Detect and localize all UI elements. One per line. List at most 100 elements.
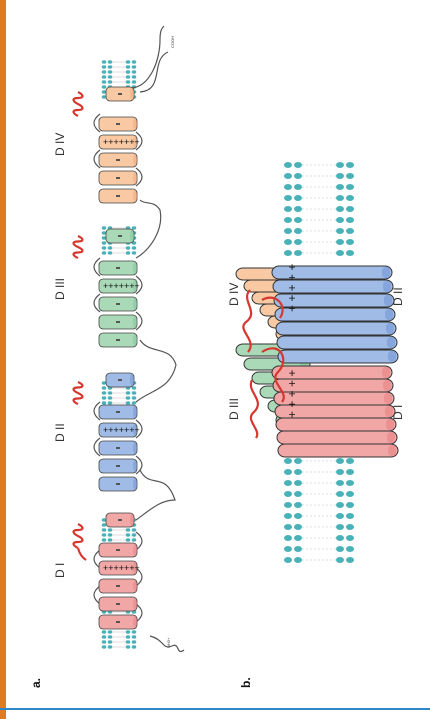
lipid-head-icon bbox=[336, 491, 344, 497]
lipid-head-icon bbox=[107, 80, 113, 84]
lipid-head-icon bbox=[284, 535, 292, 541]
lipid-head-icon bbox=[346, 228, 354, 234]
lipid-head-icon bbox=[125, 396, 131, 400]
domain-label-d2-b: D II bbox=[391, 287, 405, 306]
lipid-head-icon bbox=[284, 480, 292, 486]
lipid-head-icon bbox=[101, 401, 107, 405]
bottom-rule bbox=[0, 708, 430, 710]
lipid-head-icon bbox=[294, 162, 302, 168]
lipid-head-icon bbox=[101, 528, 107, 532]
helix-cylinder-icon bbox=[277, 349, 399, 364]
lipid-head-icon bbox=[101, 523, 107, 527]
lipid-head-icon bbox=[336, 458, 344, 464]
lipid-head-icon bbox=[336, 557, 344, 563]
lipid-head-icon bbox=[125, 65, 131, 69]
lipid-head-icon bbox=[101, 630, 107, 634]
lipid-head-icon bbox=[101, 241, 107, 245]
lipid-head-icon bbox=[131, 246, 137, 250]
lipid-head-icon bbox=[131, 386, 137, 390]
lipid-head-icon bbox=[346, 524, 354, 530]
lipid-head-icon bbox=[284, 162, 292, 168]
helix-shade bbox=[387, 432, 395, 443]
lipid-head-icon bbox=[107, 246, 113, 250]
lipid-head-icon bbox=[294, 524, 302, 530]
lipid-head-icon bbox=[101, 70, 107, 74]
domain-label-d2-a: D II bbox=[53, 423, 67, 442]
linker-coil-icon bbox=[249, 379, 259, 439]
linker-tail bbox=[76, 547, 87, 561]
extracellular-loops bbox=[93, 25, 185, 652]
linker-coil-icon bbox=[72, 381, 84, 405]
lipid-head-icon bbox=[346, 546, 354, 552]
linker-coil-icon bbox=[72, 235, 84, 259]
lipid-head-icon bbox=[107, 635, 113, 639]
lipid-head-icon bbox=[101, 65, 107, 69]
loop-path bbox=[135, 567, 143, 587]
domain-label-d3-a: D III bbox=[53, 278, 67, 300]
lipid-head-icon bbox=[336, 502, 344, 508]
lipid-head-icon bbox=[101, 533, 107, 537]
loop-path bbox=[135, 339, 177, 403]
bundle-linkers bbox=[242, 289, 285, 439]
lipid-head-icon bbox=[346, 250, 354, 256]
lipid-head-icon bbox=[284, 217, 292, 223]
linker-coil-icon bbox=[242, 289, 253, 353]
lipid-head-icon bbox=[125, 246, 131, 250]
lipid-head-icon bbox=[101, 386, 107, 390]
lipid-head-icon bbox=[107, 630, 113, 634]
lipid-head-icon bbox=[294, 546, 302, 552]
lipid-head-icon bbox=[294, 239, 302, 245]
helix-mark bbox=[116, 123, 120, 125]
lipid-head-icon bbox=[346, 239, 354, 245]
lipid-head-icon bbox=[284, 458, 292, 464]
helix-mark bbox=[116, 177, 120, 179]
linker-coil-icon bbox=[72, 91, 84, 117]
lipid-head-icon bbox=[125, 533, 131, 537]
lipid-head-icon bbox=[107, 396, 113, 400]
loop-path bbox=[93, 401, 101, 421]
lipid-head-icon bbox=[125, 80, 131, 84]
lipid-head-icon bbox=[336, 228, 344, 234]
loop-path bbox=[135, 131, 143, 151]
lipid-head-icon bbox=[284, 250, 292, 256]
lipid-head-icon bbox=[284, 195, 292, 201]
lipid-head-icon bbox=[101, 231, 107, 235]
lipid-head-icon bbox=[131, 80, 137, 84]
loop-path bbox=[135, 531, 143, 551]
membrane-bilayer-b bbox=[284, 162, 354, 563]
loop-path bbox=[93, 149, 101, 169]
lipid-head-icon bbox=[336, 250, 344, 256]
intracellular-linkers bbox=[72, 91, 87, 561]
c-terminus-tail bbox=[129, 25, 165, 89]
lipid-head-icon bbox=[294, 491, 302, 497]
helix-shade bbox=[385, 309, 393, 320]
charge-strip: +++++++ bbox=[103, 137, 140, 147]
helix-cylinder-icon bbox=[273, 293, 395, 308]
lipid-head-icon bbox=[131, 226, 137, 230]
helix-mark bbox=[116, 447, 120, 449]
linker-coil-icon bbox=[261, 296, 284, 319]
lipid-head-icon bbox=[336, 524, 344, 530]
helix-cap bbox=[130, 374, 134, 386]
loop-path bbox=[93, 585, 101, 605]
lipid-head-icon bbox=[131, 538, 137, 542]
helix-cylinder-icon bbox=[272, 279, 394, 294]
lipid-head-icon bbox=[284, 491, 292, 497]
lipid-head-icon bbox=[107, 60, 113, 64]
lipid-head-icon bbox=[101, 85, 107, 89]
lipid-head-icon bbox=[107, 65, 113, 69]
lipid-head-icon bbox=[131, 75, 137, 79]
helix-mark bbox=[118, 519, 122, 521]
loop-path bbox=[135, 419, 143, 439]
lipid-head-icon bbox=[107, 645, 113, 649]
lipid-head-icon bbox=[346, 162, 354, 168]
lipid-head-icon bbox=[294, 250, 302, 256]
helix-cylinder-icon bbox=[276, 335, 398, 350]
lipid-head-icon bbox=[294, 469, 302, 475]
helix-cap bbox=[133, 544, 137, 556]
n-terminus-label: NH3+ bbox=[166, 637, 171, 648]
charge-strip: +++++++ bbox=[103, 563, 140, 573]
c-terminus-tail bbox=[139, 51, 169, 93]
lipid-head-icon bbox=[107, 538, 113, 542]
